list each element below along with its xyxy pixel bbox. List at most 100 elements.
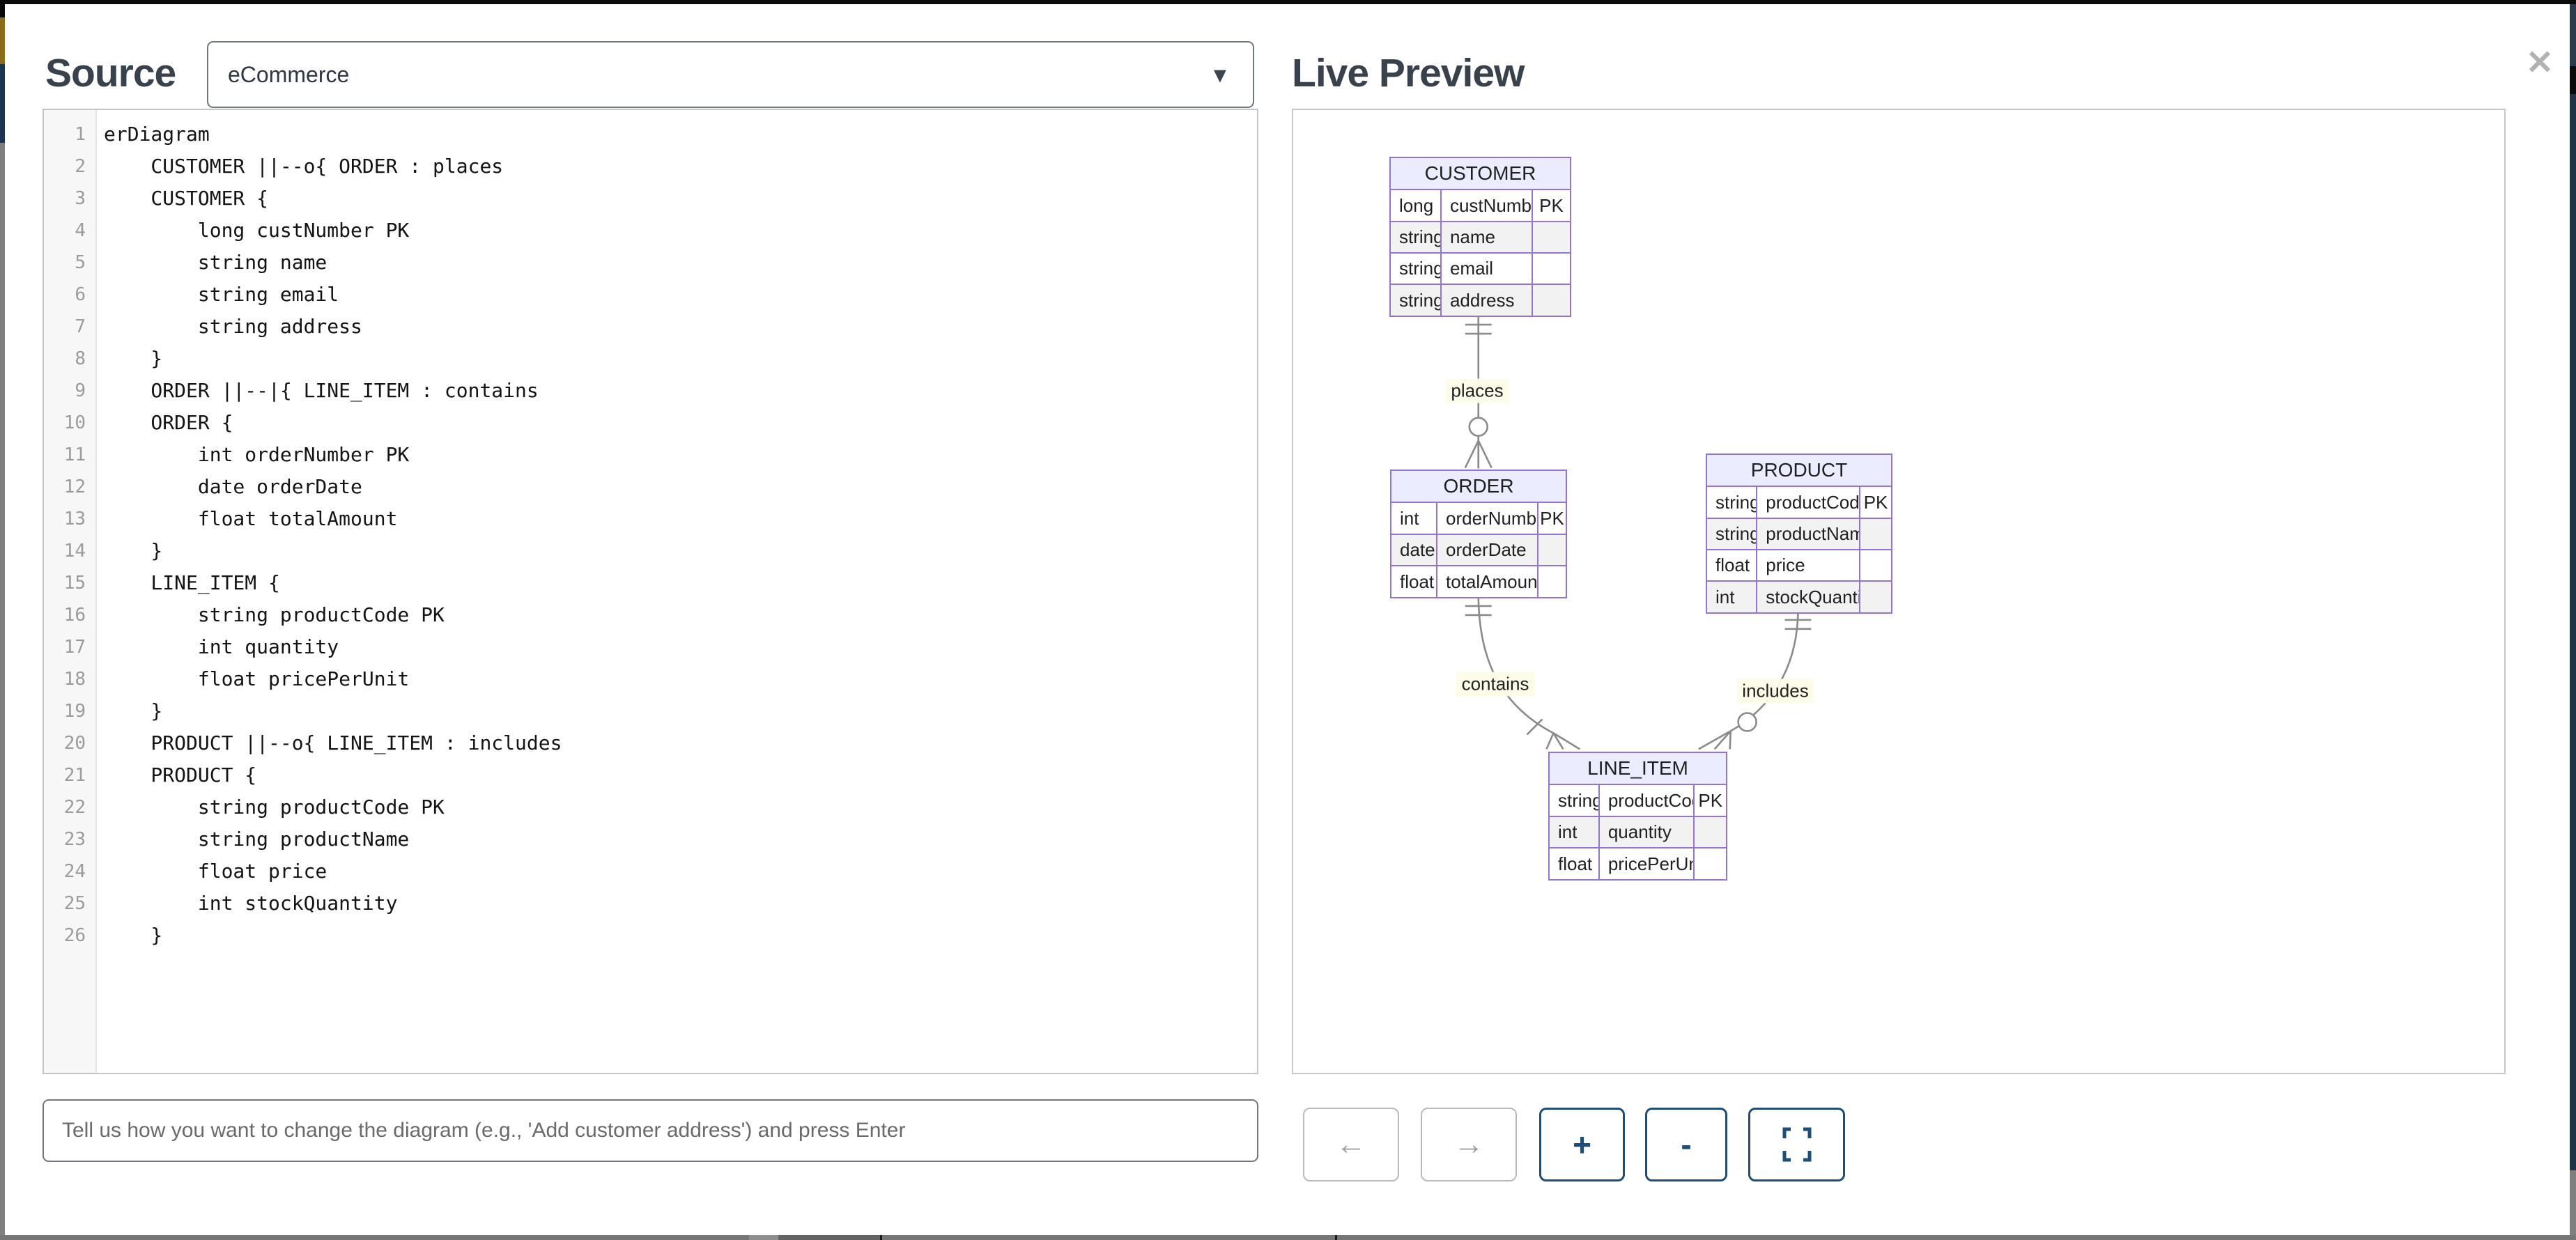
code-text: int orderNumber PK	[104, 443, 410, 466]
code-text: ORDER ||--|{ LINE_ITEM : contains	[104, 379, 539, 402]
code-line: 5 string name	[44, 247, 1257, 279]
line-number: 24	[63, 861, 86, 882]
line-number: 9	[75, 380, 86, 401]
attribute-cell: int	[1550, 816, 1599, 848]
attribute-cell: productName	[1756, 518, 1860, 550]
line-number: 25	[63, 893, 86, 914]
relationship-label-includes: includes	[1736, 679, 1814, 704]
crow-foot-marker	[1545, 732, 1580, 750]
entity-title: CUSTOMER	[1391, 158, 1570, 190]
code-text: string productName	[104, 828, 410, 851]
code-text: float price	[104, 860, 327, 883]
attribute-cell: int	[1707, 580, 1757, 612]
source-panel-title: Source	[45, 51, 176, 95]
code-text: PRODUCT ||--o{ LINE_ITEM : includes	[104, 731, 562, 754]
back-button[interactable]: ←	[1303, 1108, 1399, 1181]
attribute-cell	[1693, 847, 1726, 879]
attribute-cell: PK	[1693, 785, 1726, 817]
line-number: 6	[75, 284, 86, 305]
line-number: 19	[63, 701, 86, 722]
entity-customer: CUSTOMER longcustNumberPKstringnamestrin…	[1389, 157, 1571, 317]
background-window-edge	[2570, 66, 2576, 94]
exactly-one-marker	[1784, 619, 1812, 630]
line-number: 26	[63, 925, 86, 946]
code-text: PRODUCT {	[104, 764, 257, 786]
line-number: 18	[63, 669, 86, 690]
background-window-edge	[0, 64, 5, 143]
entity-title: PRODUCT	[1707, 455, 1891, 487]
close-button[interactable]: ✕	[2512, 35, 2568, 91]
background-window-edge	[2570, 4, 2576, 66]
entity-title: LINE_ITEM	[1550, 753, 1726, 785]
background-taskbar-segment	[749, 1235, 778, 1240]
relationship-line	[1730, 609, 1799, 732]
forward-button[interactable]: →	[1421, 1108, 1517, 1181]
code-line: 15 LINE_ITEM {	[44, 567, 1257, 599]
attribute-cell: orderNumber	[1436, 503, 1538, 535]
plus-icon: +	[1573, 1126, 1591, 1163]
background-taskbar-divider	[1335, 1235, 1337, 1240]
attribute-cell: stockQuantity	[1756, 580, 1860, 612]
line-number: 12	[63, 476, 86, 497]
arrow-left-icon: ←	[1336, 1127, 1366, 1161]
entity-attributes-table: intorderNumberPKdateorderDatefloattotalA…	[1391, 503, 1566, 597]
zoom-out-button[interactable]: -	[1645, 1108, 1727, 1181]
chevron-down-icon: ▾	[1213, 60, 1226, 88]
attribute-cell: address	[1440, 284, 1533, 316]
line-number: 8	[75, 348, 86, 369]
template-select[interactable]: eCommerce ▾	[207, 41, 1254, 108]
background-taskbar	[0, 1235, 2576, 1240]
arrow-right-icon: →	[1453, 1127, 1484, 1161]
prompt-input[interactable]	[43, 1099, 1258, 1162]
code-text: ORDER {	[104, 411, 233, 434]
line-number: 22	[63, 797, 86, 818]
line-number: 21	[63, 765, 86, 786]
attribute-cell	[1693, 816, 1726, 848]
background-taskbar-segment	[778, 1235, 880, 1240]
attribute-cell	[1859, 580, 1891, 612]
attribute-cell: orderDate	[1436, 534, 1538, 566]
line-number: 23	[63, 829, 86, 850]
attribute-cell: productCode	[1756, 487, 1860, 519]
code-text: long custNumber PK	[104, 219, 410, 242]
attribute-cell: string	[1391, 252, 1441, 285]
code-text: string address	[104, 315, 362, 338]
background-window-edge	[2570, 94, 2576, 1170]
code-text: }	[104, 924, 163, 947]
code-text: float pricePerUnit	[104, 667, 410, 690]
attribute-cell: string	[1707, 518, 1757, 550]
code-text: }	[104, 699, 163, 722]
entity-attributes-table: stringproductCodePKintquantityfloatprice…	[1550, 785, 1726, 879]
fullscreen-button[interactable]	[1748, 1108, 1845, 1181]
zoom-in-button[interactable]: +	[1539, 1108, 1625, 1181]
code-line: 4 long custNumber PK	[44, 215, 1257, 247]
fullscreen-icon	[1782, 1127, 1811, 1162]
attribute-cell: PK	[1532, 190, 1570, 222]
window-frame-top	[0, 0, 2576, 4]
line-number: 17	[63, 637, 86, 658]
code-line: 9 ORDER ||--|{ LINE_ITEM : contains	[44, 375, 1257, 407]
line-number: 1	[75, 124, 86, 145]
code-text: string productCode PK	[104, 603, 445, 626]
attribute-cell: custNumber	[1440, 190, 1533, 222]
close-icon: ✕	[2525, 45, 2554, 82]
background-taskbar-divider	[880, 1235, 882, 1240]
exactly-one-marker	[1465, 605, 1492, 617]
relationship-includes	[1698, 609, 1812, 750]
attribute-cell	[1859, 549, 1891, 582]
relationship-label-places: places	[1445, 378, 1509, 403]
zero-circle-marker	[1468, 417, 1489, 437]
line-number: 14	[63, 541, 86, 561]
crow-foot-marker	[1464, 440, 1493, 469]
line-number: 16	[63, 605, 86, 626]
attribute-cell: totalAmount	[1436, 565, 1538, 597]
entity-order: ORDER intorderNumberPKdateorderDatefloat…	[1390, 470, 1567, 598]
